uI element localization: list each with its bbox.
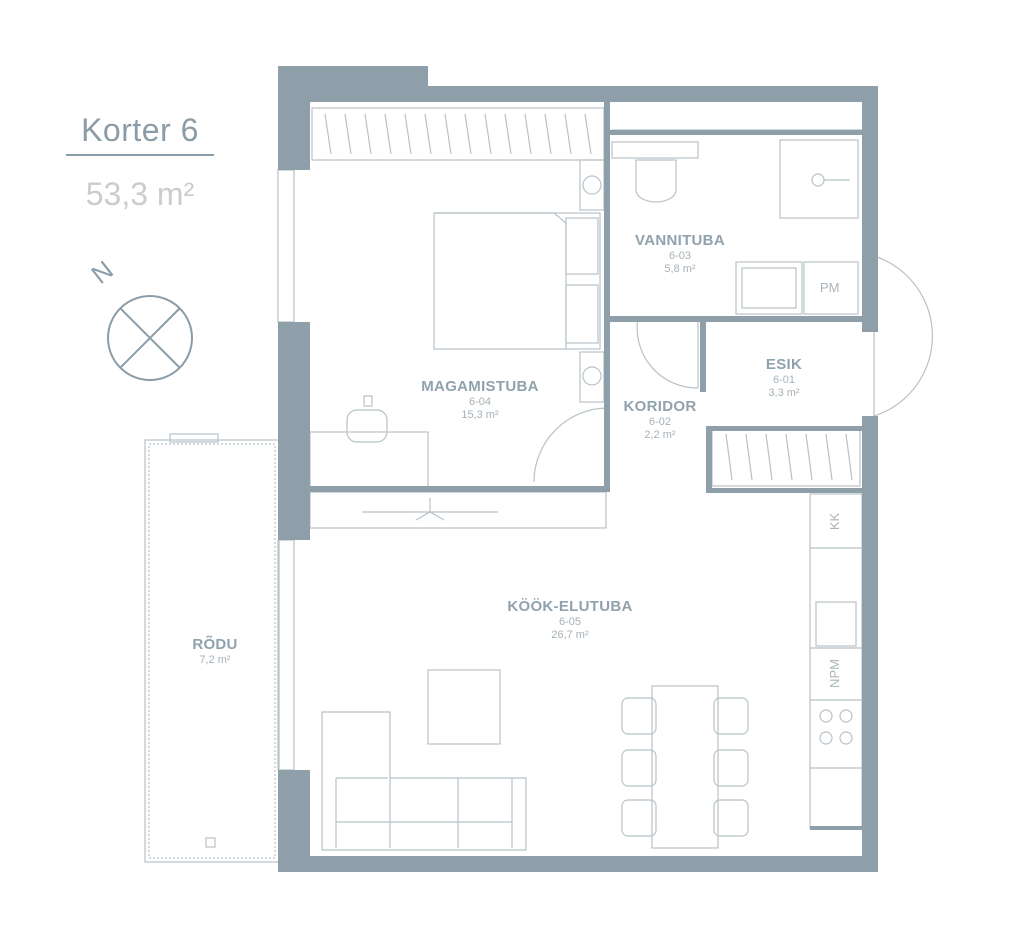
room-name: VANNITUBA xyxy=(635,232,725,249)
wall-top xyxy=(278,86,878,102)
pillow-2 xyxy=(565,284,599,344)
shower xyxy=(779,139,859,219)
sofa-cushions xyxy=(335,777,513,848)
room-area: 7,2 m² xyxy=(199,654,231,666)
room-bathroom: VANNITUBA 6-03 5,8 m² xyxy=(610,232,750,276)
room-code: 6-02 xyxy=(648,416,672,428)
wall-bedroom-bottom xyxy=(310,486,610,492)
wall-top-left xyxy=(278,66,428,86)
toilet-tank xyxy=(611,141,699,159)
wall-bottom xyxy=(278,856,878,872)
compass-line-2 xyxy=(119,307,181,369)
bath-door-swing xyxy=(636,317,699,389)
window-living xyxy=(277,539,295,771)
apartment-title: Korter 6 xyxy=(81,112,199,148)
washing-machine xyxy=(803,261,859,315)
room-name: KÖÖK-ELUTUBA xyxy=(507,598,633,615)
room-balcony: RÕDU 7,2 m² xyxy=(170,636,260,667)
tv-unit xyxy=(309,491,607,529)
room-hall: ESIK 6-01 3,3 m² xyxy=(744,356,824,400)
wall-left-2 xyxy=(278,322,310,540)
room-code: 6-03 xyxy=(668,250,692,262)
room-name: ESIK xyxy=(765,356,803,373)
room-name: KORIDOR xyxy=(623,398,697,415)
bedroom-door-swing xyxy=(533,407,609,483)
chair-6 xyxy=(713,799,749,837)
room-code: 6-05 xyxy=(558,616,582,628)
wall-hall-bottom xyxy=(706,488,862,493)
pillow-1 xyxy=(565,217,599,275)
room-name: RÕDU xyxy=(192,636,238,653)
appliance-kk: KK xyxy=(827,512,843,531)
hall-wardrobe-hatch xyxy=(725,433,853,481)
chair-3 xyxy=(621,799,657,837)
room-area: 2,2 m² xyxy=(644,429,676,442)
hob-4 xyxy=(839,731,853,745)
chair-1 xyxy=(621,697,657,735)
bed-blanket xyxy=(434,212,567,349)
room-area: 5,8 m² xyxy=(664,263,696,276)
room-corridor: KORIDOR 6-02 2,2 m² xyxy=(612,398,708,442)
window-bedroom xyxy=(277,169,295,323)
wall-bedroom-right xyxy=(604,102,610,490)
compass xyxy=(107,295,193,381)
chair-2 xyxy=(621,749,657,787)
shower-drain xyxy=(811,173,825,187)
wall-right-1 xyxy=(862,86,878,332)
wall-corridor xyxy=(700,322,706,392)
bedroom-wardrobe xyxy=(311,107,605,161)
room-name: MAGAMISTUBA xyxy=(421,378,539,395)
toilet xyxy=(635,159,677,203)
kitchen-sink xyxy=(815,601,857,647)
hob-2 xyxy=(839,709,853,723)
balcony-detail xyxy=(169,433,219,443)
entrance-door-swing xyxy=(873,255,933,417)
bath-sink-counter xyxy=(735,261,803,315)
wall-hall-top xyxy=(706,426,862,431)
wall-bath-top xyxy=(610,130,862,135)
wall-left-3 xyxy=(278,770,310,872)
wall-bath-bottom xyxy=(610,316,862,322)
desk xyxy=(309,431,429,489)
appliance-npm: NPM xyxy=(826,659,842,688)
lamp-2 xyxy=(582,366,602,386)
chair-5 xyxy=(713,749,749,787)
desk-chair xyxy=(346,409,388,443)
balcony-railing xyxy=(148,443,276,859)
bath-sink xyxy=(741,267,797,309)
title-underline xyxy=(66,154,214,156)
room-area: 15,3 m² xyxy=(461,409,499,422)
dining-table xyxy=(651,685,719,849)
coffee-table xyxy=(427,669,501,745)
sofa xyxy=(321,711,527,851)
wardrobe-hatch xyxy=(324,113,592,155)
room-area: 3,3 m² xyxy=(768,387,800,400)
room-area: 26,7 m² xyxy=(551,629,589,642)
wall-left-1 xyxy=(278,66,310,170)
wall-right-2 xyxy=(862,416,878,872)
room-code: 6-01 xyxy=(772,374,796,386)
lamp-1 xyxy=(582,175,602,195)
walls xyxy=(278,66,878,872)
wall-hall-left xyxy=(706,426,712,492)
bed xyxy=(433,212,601,350)
tv xyxy=(362,498,498,521)
chair-4 xyxy=(713,697,749,735)
apartment-area: 53,3 m² xyxy=(85,176,195,212)
compass-circle xyxy=(107,295,193,381)
room-code: 6-04 xyxy=(468,396,492,408)
wall-corner xyxy=(810,826,862,830)
chair-back xyxy=(363,395,373,407)
room-kitchen-living: KÖÖK-ELUTUBA 6-05 26,7 m² xyxy=(480,598,660,642)
appliance-pm: PM xyxy=(820,280,840,295)
balcony-drain xyxy=(205,837,216,848)
hob-3 xyxy=(819,731,833,745)
balcony-outline xyxy=(144,439,280,863)
room-bedroom: MAGAMISTUBA 6-04 15,3 m² xyxy=(400,378,560,422)
hob-1 xyxy=(819,709,833,723)
